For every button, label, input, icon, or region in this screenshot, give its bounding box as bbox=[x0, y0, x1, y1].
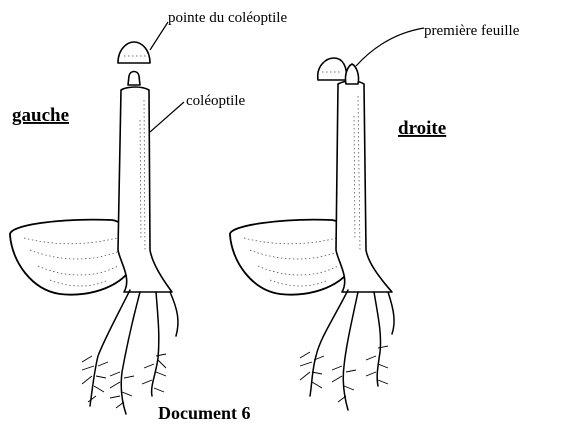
left-seed bbox=[10, 220, 134, 295]
right-coleoptile-tip bbox=[318, 58, 347, 80]
label-right: droite bbox=[398, 118, 446, 139]
right-seed bbox=[230, 220, 354, 295]
left-seedling bbox=[10, 42, 178, 414]
document-caption: Document 6 bbox=[158, 403, 251, 423]
first-leaf-label-leader bbox=[356, 28, 424, 66]
label-first-leaf: première feuille bbox=[424, 23, 520, 39]
label-tip-of-coleoptile: pointe du coléoptile bbox=[168, 10, 287, 26]
right-first-leaf bbox=[345, 64, 358, 84]
left-coleoptile-stem bbox=[118, 87, 172, 292]
right-roots bbox=[300, 290, 394, 410]
label-left: gauche bbox=[12, 105, 69, 126]
coleoptile-label-leader bbox=[150, 102, 184, 132]
left-tip-fragment bbox=[128, 72, 140, 86]
left-roots bbox=[82, 290, 178, 414]
right-coleoptile-stem bbox=[336, 81, 392, 292]
label-coleoptile: coléoptile bbox=[186, 93, 245, 109]
tip-label-leader bbox=[150, 22, 168, 50]
left-coleoptile-tip bbox=[118, 42, 150, 63]
right-seedling bbox=[230, 58, 394, 410]
